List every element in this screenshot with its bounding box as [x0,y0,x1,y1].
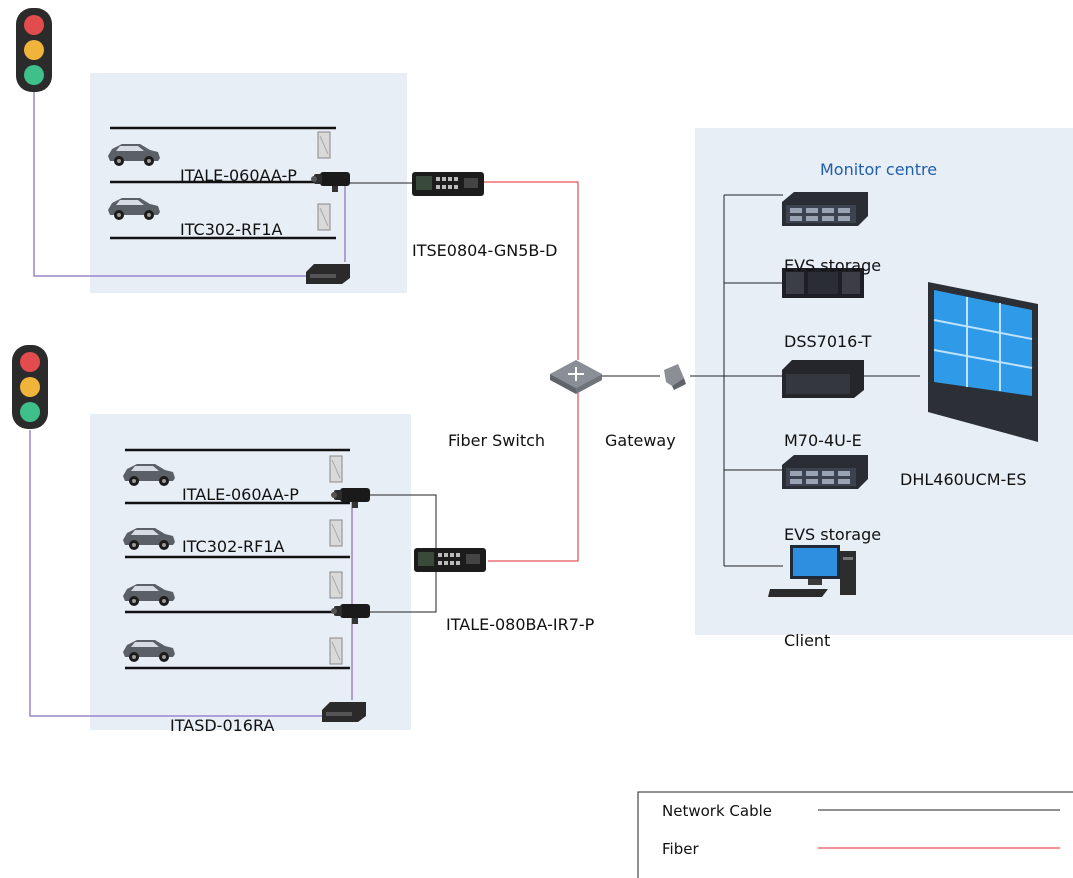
nvr-icon [782,268,864,298]
network-cables [345,182,920,613]
video-wall-icon [928,282,1038,442]
storage-server-icon [782,455,868,489]
storage-server-icon [782,192,868,226]
fiber-switch-label: Fiber Switch [448,431,545,450]
detector-panel-icon [329,571,343,599]
controller-box-icon [412,172,484,196]
monitor-centre-title: Monitor centre [820,160,937,179]
bottom-detector-label: ITC302-RF1A [182,537,285,556]
top-camera-label: ITALE-060AA-P [180,166,297,185]
detector-panel-icon [317,131,331,159]
legend-network-cable-label: Network Cable [662,802,772,820]
evs-storage-label: EVS storage [784,525,881,544]
dss-label: DSS7016-T [784,332,872,351]
nvr-icon [782,360,864,398]
detector-panel-icon [329,455,343,483]
top-detector-label: ITC302-RF1A [180,220,283,239]
evs-storage-label: EVS storage [784,256,881,275]
client-label: Client [784,631,830,650]
controller-box-icon [414,548,486,572]
traffic-light-icon [16,8,52,92]
controller-box-icon [306,264,350,284]
detector-panel-icon [329,519,343,547]
m70-label: M70-4U-E [784,431,862,450]
bottom-controller-label: ITALE-080BA-IR7-P [446,615,595,634]
top-lanes [110,126,336,240]
gateway-label: Gateway [605,431,676,450]
controller-box-icon [322,702,366,722]
traffic-light-icon [12,345,48,429]
detector-panel-icon [329,637,343,665]
bottom-camera-label: ITALE-060AA-P [182,485,299,504]
top-controller-label: ITSE0804-GN5B-D [412,241,557,260]
bottom-lanes [125,448,350,670]
top-signal-link [33,90,310,277]
fiber-switch-icon [550,360,602,394]
bottom-signal-link [29,430,325,717]
bottom-signal-detector-label: ITASD-016RA [170,716,274,735]
bottom-intersection-area [90,414,411,730]
video-wall-label: DHL460UCM-ES [900,470,1027,489]
fiber-links [484,181,579,562]
detector-panel-icon [317,203,331,231]
legend: Network Cable Fiber [637,791,1073,878]
gateway-icon [664,364,686,390]
legend-fiber-label: Fiber [662,840,699,858]
client-pc-icon [768,545,856,597]
